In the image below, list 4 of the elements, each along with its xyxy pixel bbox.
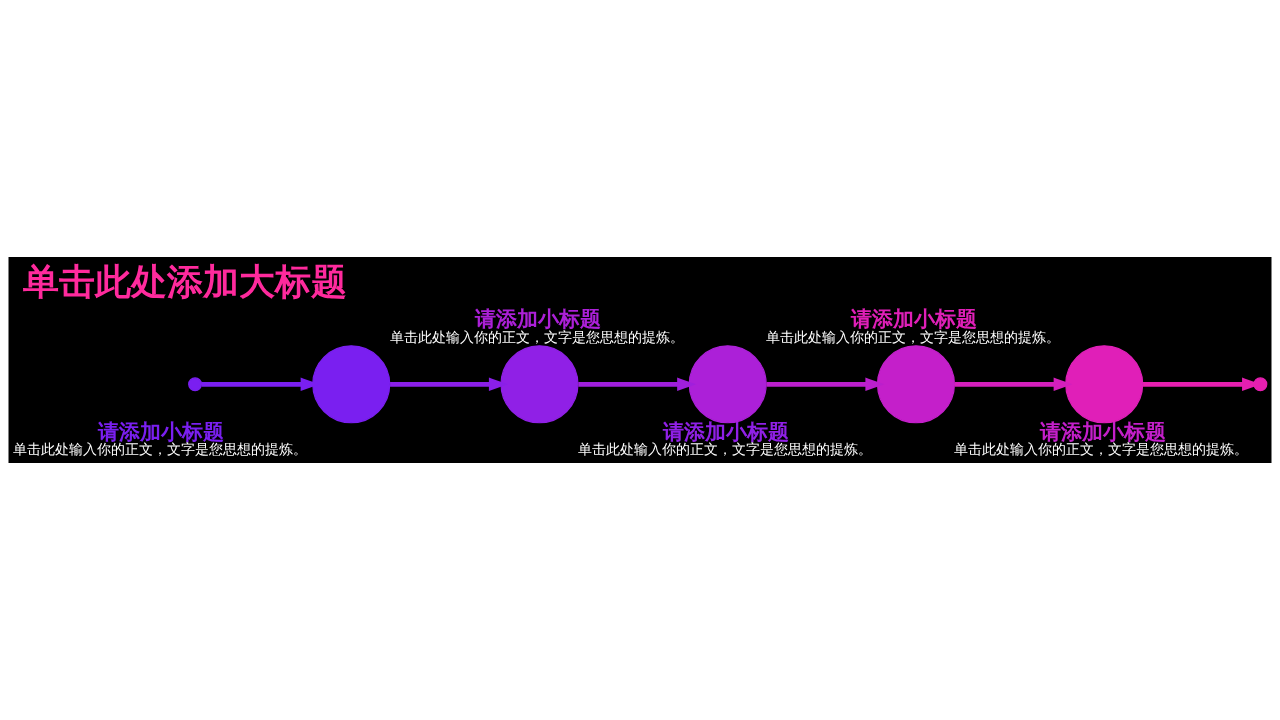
node-label: 单击此处输入你的正文，文字是您思想的提炼。 xyxy=(577,441,872,458)
diagram-title: 单击此处添加大标题 xyxy=(22,260,347,302)
node-label: 单击此处输入你的正文，文字是您思想的提炼。 xyxy=(13,441,308,458)
node-label: 单击此处输入你的正文，文字是您思想的提炼。 xyxy=(954,441,1249,458)
